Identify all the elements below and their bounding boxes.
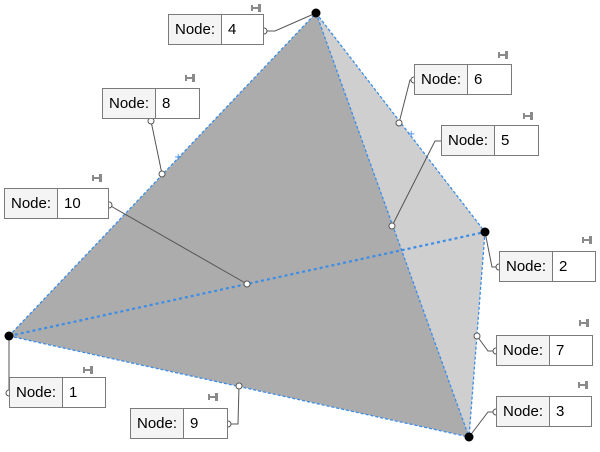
node-label-key: Node: (497, 336, 551, 365)
vertex-2 (480, 227, 490, 237)
node-label-key: Node: (415, 65, 469, 94)
leader-9 (228, 385, 240, 425)
pin-icon[interactable] (579, 319, 589, 327)
leader-10 (108, 204, 248, 285)
node-label-3[interactable]: Node: 3 (496, 396, 592, 427)
side-face (316, 13, 485, 437)
leader-4 (264, 12, 317, 32)
pin-icon[interactable] (578, 381, 588, 389)
node-id-value: 4 (228, 21, 237, 38)
node-id-value: 5 (501, 132, 510, 149)
node-label-key: Node: (10, 378, 64, 407)
pin-icon[interactable] (185, 74, 195, 82)
node-label-9[interactable]: Node: 9 (130, 408, 228, 439)
pin-icon[interactable] (498, 51, 508, 59)
pin-icon[interactable] (83, 366, 93, 374)
pin-icon[interactable] (582, 236, 592, 244)
pin-icon[interactable] (92, 174, 102, 182)
node-id-value: 7 (556, 342, 565, 359)
vertex-3 (464, 432, 474, 442)
node-label-key: Node: (131, 409, 185, 438)
node-id-value: 9 (190, 415, 199, 432)
node-label-6[interactable]: Node: 6 (414, 64, 512, 95)
leader-2 (484, 231, 499, 268)
node-label-1[interactable]: Node: 1 (9, 377, 106, 408)
pin-icon[interactable] (251, 4, 261, 12)
pin-icon[interactable] (523, 112, 533, 120)
leader-8 (150, 120, 163, 175)
node-id-value: 6 (474, 71, 483, 88)
leader-6 (398, 79, 414, 124)
node-id-value: 8 (162, 95, 171, 112)
leader-3 (468, 411, 496, 438)
node-label-4[interactable]: Node: 4 (168, 14, 264, 45)
node-label-key: Node: (169, 15, 223, 44)
svg-text:+: + (174, 152, 182, 163)
node-label-8[interactable]: Node: 8 (102, 88, 200, 119)
node-id-value: 3 (556, 403, 565, 420)
node-label-key: Node: (497, 397, 551, 426)
node-label-key: Node: (442, 126, 496, 155)
svg-text:+: + (407, 129, 415, 140)
node-id-value: 1 (69, 384, 78, 401)
node-label-key: Node: (500, 252, 554, 281)
node-label-key: Node: (103, 89, 157, 118)
vertex-1 (4, 331, 14, 341)
node-id-value: 10 (64, 195, 81, 212)
node-label-key: Node: (5, 189, 59, 218)
pin-icon[interactable] (208, 393, 218, 401)
node-label-5[interactable]: Node: 5 (441, 125, 539, 156)
node-label-7[interactable]: Node: 7 (496, 335, 593, 366)
node-label-10[interactable]: Node: 10 (4, 188, 109, 219)
leader-7 (476, 335, 496, 352)
node-label-2[interactable]: Node: 2 (499, 251, 596, 282)
edge-4-2 (315, 12, 486, 233)
vertex-4 (311, 8, 321, 18)
node-id-value: 2 (559, 258, 568, 275)
